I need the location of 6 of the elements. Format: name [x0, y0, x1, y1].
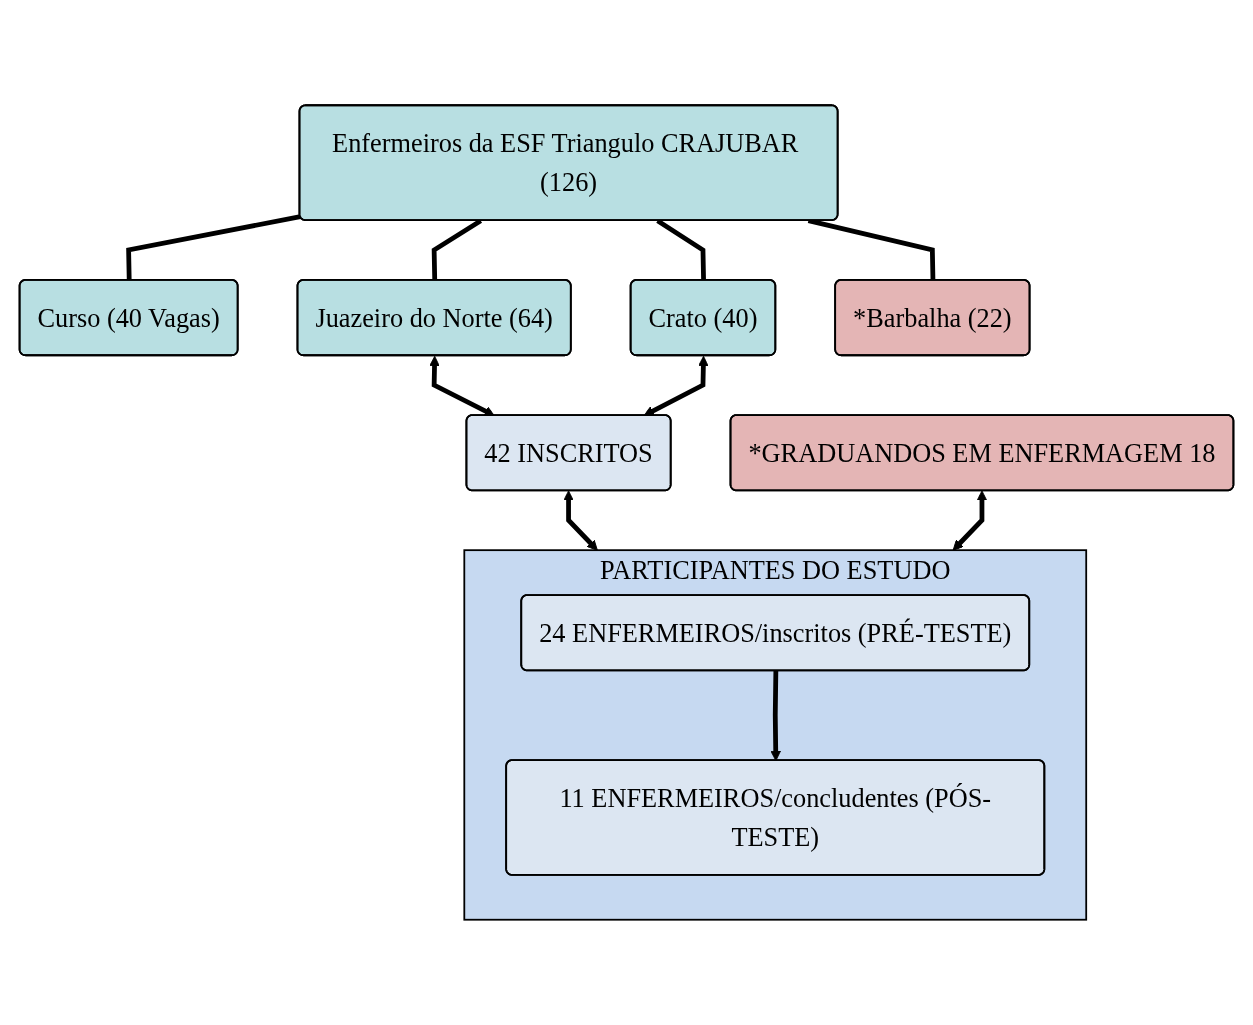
connector — [126, 214, 301, 281]
arrow — [770, 670, 781, 762]
arrow — [643, 355, 709, 417]
arrow — [429, 355, 495, 417]
arrow — [952, 490, 988, 551]
arrow — [563, 490, 598, 551]
